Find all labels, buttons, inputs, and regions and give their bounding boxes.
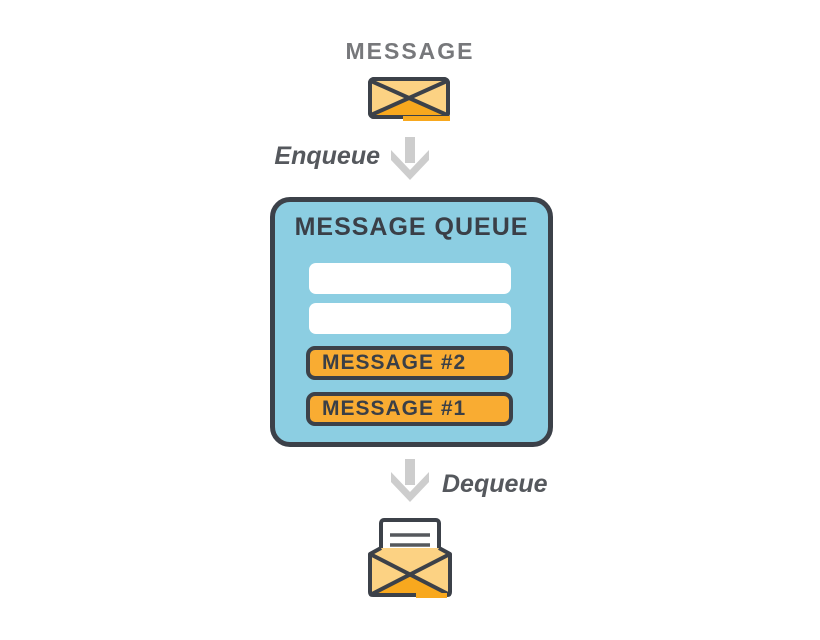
queue-slot-empty [309, 263, 511, 294]
dequeue-label: Dequeue [442, 470, 548, 498]
dequeue-arrow-icon [391, 459, 429, 512]
message-queue-title: MESSAGE QUEUE [294, 213, 529, 241]
enqueue-arrow-icon [391, 137, 429, 190]
message-queue-box: MESSAGE QUEUE MESSAGE #2 MESSAGE #1 [270, 197, 553, 447]
enqueue-label: Enqueue [274, 142, 380, 170]
queue-slot-message-1: MESSAGE #1 [306, 392, 513, 426]
message-title: MESSAGE [345, 38, 475, 64]
closed-envelope-icon [367, 76, 453, 131]
queue-slot-empty [309, 303, 511, 334]
open-envelope-icon [366, 518, 454, 607]
queue-slot-message-2: MESSAGE #2 [306, 346, 513, 380]
